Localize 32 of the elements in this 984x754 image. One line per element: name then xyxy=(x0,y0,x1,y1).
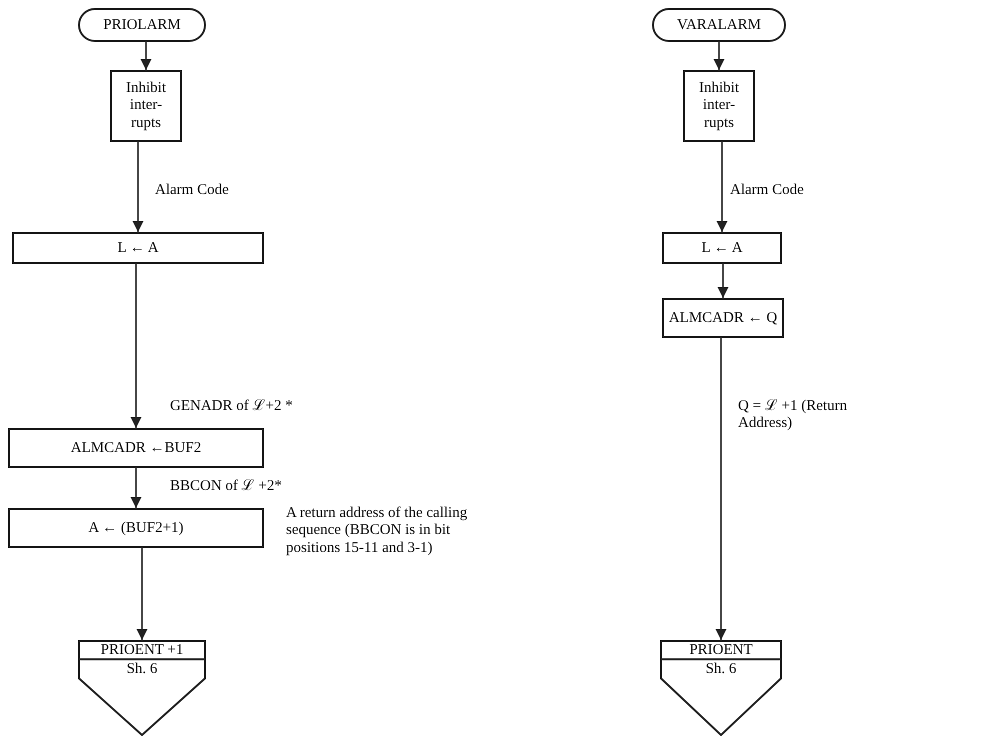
node-text: ALMCADR ←BUF2 xyxy=(70,440,202,456)
arrow xyxy=(132,142,144,232)
annotation-text: A return address of the calling sequence (BBCON is in bit positions 15-11 and 3-1) xyxy=(286,505,468,557)
process-box xyxy=(12,232,264,264)
arrow xyxy=(130,468,142,508)
node-text: A ← (BUF2+1) xyxy=(88,520,184,536)
process-box xyxy=(662,232,782,264)
arrow xyxy=(716,142,728,232)
arrow xyxy=(715,338,727,640)
process-box xyxy=(8,428,264,468)
node-text: L ← A xyxy=(701,240,743,256)
arrow xyxy=(717,264,729,298)
connector-label: PRIOENT +1 xyxy=(100,642,184,660)
process-box xyxy=(110,70,182,142)
process-box xyxy=(8,508,264,548)
arrow xyxy=(136,548,148,640)
node-text: ALMCADR ← Q xyxy=(668,310,778,326)
node-text: PRIOLARM xyxy=(103,16,181,34)
off-page-connector xyxy=(78,640,206,736)
arrow xyxy=(713,42,725,70)
node-text: Inhibit inter- rupts xyxy=(698,80,740,132)
arrow xyxy=(130,264,142,428)
node-text: L ← A xyxy=(117,240,159,256)
node-text: VARALARM xyxy=(677,16,761,34)
connector-label: PRIOENT xyxy=(688,642,754,660)
node-text: Inhibit inter- rupts xyxy=(125,80,167,132)
off-page-connector xyxy=(660,640,782,736)
process-box xyxy=(683,70,755,142)
process-box xyxy=(662,298,784,338)
sheet-reference: Sh. 6 xyxy=(126,661,158,678)
arrow xyxy=(140,42,152,70)
sheet-reference: Sh. 6 xyxy=(704,661,738,678)
